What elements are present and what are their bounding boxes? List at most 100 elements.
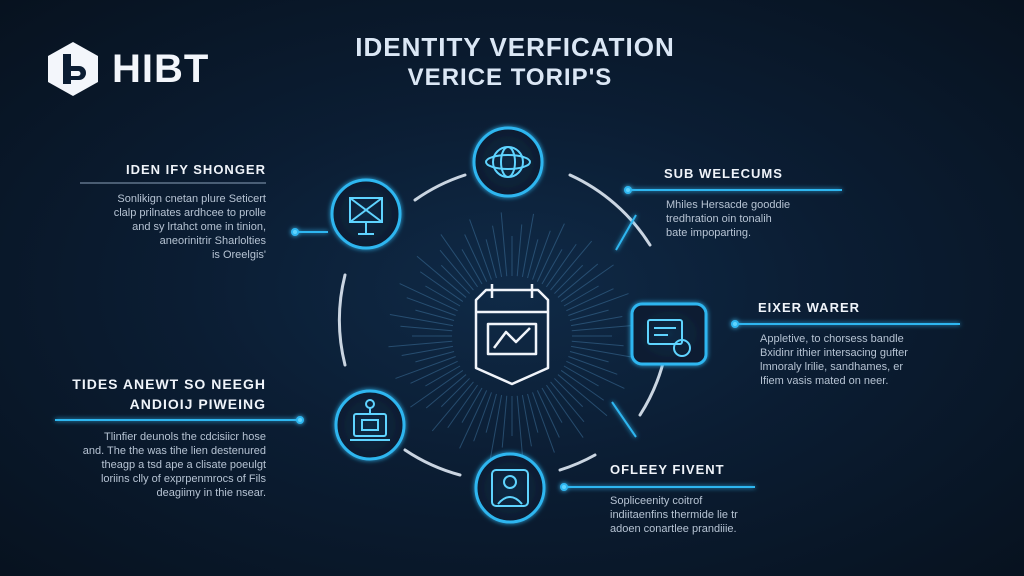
burst-ray <box>546 243 577 288</box>
burst-ray <box>399 283 458 312</box>
brand-name: HIBT <box>112 46 210 91</box>
burst-ray <box>406 297 456 316</box>
text-line: aneorinitrir Sharlolties <box>159 235 266 247</box>
globe-icon <box>485 146 531 178</box>
globe-node[interactable] <box>472 126 544 198</box>
top-right-text: Mhiles Hersacde gooddie tredhration oin … <box>666 198 846 240</box>
outer-ring <box>338 173 667 477</box>
document-monitor-icon <box>647 319 691 357</box>
burst-ray <box>461 249 483 285</box>
burst-ray <box>566 360 625 389</box>
bottom-left-text: Tlinfier deunols the cdcisiicr hose and.… <box>50 430 266 500</box>
burst-ray <box>395 356 456 379</box>
text-line: loriins clly of exprpenmrocs of Fils <box>100 473 266 485</box>
text-line: is Oreelgis' <box>211 249 266 261</box>
burst-ray <box>516 224 523 277</box>
page-title: IDENTITY VERFICATION <box>355 32 675 62</box>
bottom-left-heading-1: TIDES ANEWT SO NEEGH <box>72 376 266 392</box>
burst-ray <box>536 223 565 282</box>
burst-ray <box>425 365 461 387</box>
burst-ray <box>527 239 539 279</box>
burst-ray <box>554 264 584 294</box>
calendar-center-icon <box>474 284 550 386</box>
burst-ray <box>521 213 535 277</box>
id-card-node[interactable] <box>330 178 402 250</box>
radial-burst <box>388 212 636 460</box>
burst-ray <box>557 263 599 298</box>
id-card-icon <box>349 197 383 235</box>
text-line: Ifiem vasis mated on neer. <box>760 375 889 387</box>
burst-ray <box>489 395 503 459</box>
brand-logo: HIBT <box>44 40 209 98</box>
burst-ray <box>400 325 453 332</box>
burst-ray <box>410 360 458 384</box>
text-line: lmnoraly lrilie, sandhames, er <box>760 361 904 373</box>
burst-ray <box>388 340 453 348</box>
burst-ray <box>419 271 464 302</box>
burst-ray <box>536 390 560 438</box>
fingerprint-screen-node[interactable] <box>334 389 406 461</box>
text-line: and sy lrtahct ome in tinion, <box>132 221 266 233</box>
text-line: deagiimy in thie nsear. <box>156 487 266 499</box>
top-right-heading: SUB WELECUMS <box>664 166 783 181</box>
burst-ray <box>563 285 599 307</box>
burst-ray <box>410 370 464 408</box>
text-line: bate impoparting. <box>666 227 751 239</box>
middle-right-text: Appletive, to chorsess bandle Bxidinr it… <box>760 332 980 388</box>
burst-ray <box>425 285 461 307</box>
burst-ray <box>431 381 474 432</box>
burst-ray <box>415 351 455 363</box>
text-line: Sopliceenity coitrof <box>610 495 703 507</box>
burst-ray <box>569 351 609 363</box>
burst-ray <box>473 392 492 442</box>
burst-ray <box>485 393 497 433</box>
text-line: Appletive, to chorsess bandle <box>760 333 904 345</box>
burst-ray <box>541 249 563 285</box>
burst-ray <box>527 393 539 433</box>
middle-right-heading: EIXER WARER <box>758 300 861 315</box>
burst-ray <box>550 381 585 423</box>
text-line: indiitaenfins thermide lie tr <box>610 509 738 521</box>
burst-ray <box>550 240 593 291</box>
burst-ray <box>516 395 524 460</box>
text-line: tredhration oin tonalih <box>666 213 772 225</box>
connectors <box>55 186 960 491</box>
burst-ray <box>563 365 599 387</box>
top-left-text: Sonlikign cnetan plure Seticert clalp pr… <box>60 192 266 262</box>
burst-ray <box>571 345 635 359</box>
burst-ray <box>485 239 497 279</box>
text-line: theagp a tsd ape a clisate poeulgt <box>101 459 266 471</box>
burst-ray <box>447 384 478 429</box>
text-line: and. The the was tihe lien destenured <box>82 445 266 457</box>
burst-ray <box>500 212 508 277</box>
bottom-right-heading: OFLEEY FIVENT <box>610 462 725 477</box>
burst-ray <box>459 390 488 449</box>
burst-ray <box>532 230 551 280</box>
hexagon-logo-icon <box>48 42 98 96</box>
burst-ray <box>541 387 563 423</box>
burst-ray <box>425 374 467 409</box>
text-line: Sonlikign cnetan plure Seticert <box>117 193 266 205</box>
burst-ray <box>568 293 629 316</box>
burst-ray <box>571 324 636 332</box>
burst-ray <box>415 309 455 321</box>
page-subtitle: VERICE TORIP'S <box>407 64 613 91</box>
document-monitor-node[interactable] <box>630 302 708 366</box>
burst-ray <box>557 374 608 417</box>
burst-ray <box>571 340 624 347</box>
burst-ray <box>560 264 614 302</box>
burst-ray <box>571 316 623 327</box>
burst-ray <box>566 288 614 312</box>
text-line: adoen conartlee prandiiie. <box>610 523 737 535</box>
burst-ray <box>440 378 470 408</box>
burst-ray <box>560 370 605 401</box>
burst-ray <box>492 225 503 277</box>
burst-ray <box>461 387 483 423</box>
bottom-left-heading-2: ANDIOIJ PIWEING <box>129 396 266 412</box>
text-line: Bxidinr ithier intersacing gufter <box>760 347 908 359</box>
burst-ray <box>416 255 467 298</box>
bottom-right-text: Sopliceenity coitrof indiitaenfins therm… <box>610 494 810 536</box>
text-line: Mhiles Hersacde gooddie <box>666 199 791 211</box>
person-profile-node[interactable] <box>474 452 546 524</box>
